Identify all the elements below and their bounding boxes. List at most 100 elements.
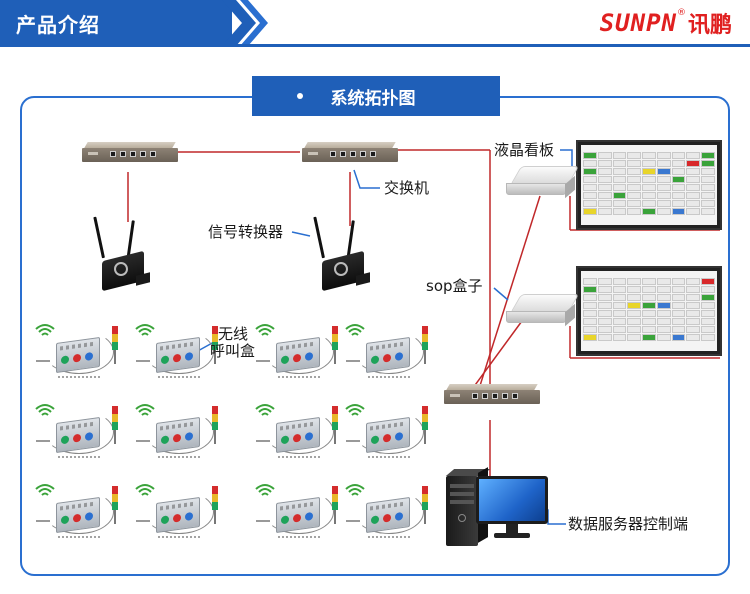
wireless-signal-icon	[34, 322, 56, 336]
chevron-icon	[222, 0, 268, 46]
red-button-icon	[173, 513, 181, 523]
label-call-box-line2: 呼叫盒	[210, 342, 256, 360]
red-button-icon	[383, 513, 391, 523]
signal-converter-center	[313, 216, 374, 298]
signal-tower-lamp-icon	[112, 406, 118, 446]
label-signal-converter: 信号转换器	[208, 223, 284, 241]
wireless-signal-icon	[344, 482, 366, 496]
call-box-panel	[366, 496, 410, 534]
call-box-panel	[56, 416, 100, 454]
wireless-signal-icon	[134, 322, 156, 336]
call-box-panel	[366, 416, 410, 454]
cable	[354, 490, 424, 534]
green-button-icon	[281, 435, 289, 445]
wireless-signal-icon	[344, 402, 366, 416]
blue-button-icon	[185, 351, 193, 362]
blue-button-icon	[85, 431, 93, 442]
red-button-icon	[293, 353, 301, 363]
wireless-signal-icon	[254, 322, 276, 336]
cable	[354, 410, 424, 454]
signal-tower-lamp-icon	[422, 326, 428, 366]
signal-tower-lamp-icon	[112, 326, 118, 366]
red-button-icon	[173, 433, 181, 443]
switch-device-center	[302, 142, 398, 164]
server-monitor	[476, 476, 548, 538]
call-box-station	[34, 482, 128, 544]
server-computer	[445, 467, 556, 546]
signal-tower-lamp-icon	[332, 326, 338, 366]
green-button-icon	[371, 515, 379, 525]
green-button-icon	[161, 515, 169, 525]
blue-button-icon	[305, 511, 313, 522]
call-box-panel	[56, 336, 100, 374]
cable	[144, 330, 214, 374]
green-button-icon	[61, 435, 69, 445]
call-box-station	[344, 402, 438, 464]
lcd-board-top	[576, 140, 722, 230]
header-underline	[0, 44, 750, 47]
cable	[44, 410, 114, 454]
signal-tower-lamp-icon	[212, 326, 218, 366]
sop-box-bottom	[506, 294, 580, 328]
blue-button-icon	[395, 431, 403, 442]
cable	[264, 490, 334, 534]
label-sop-box: sop盒子	[426, 277, 483, 295]
cable	[264, 330, 334, 374]
green-button-icon	[61, 515, 69, 525]
signal-tower-lamp-icon	[422, 486, 428, 526]
call-box-panel	[56, 496, 100, 534]
signal-tower-lamp-icon	[332, 406, 338, 446]
call-box-panel	[276, 336, 320, 374]
call-box-station	[134, 482, 228, 544]
cable	[354, 330, 424, 374]
call-box-station	[254, 322, 348, 384]
call-box-panel	[156, 336, 200, 374]
signal-tower-lamp-icon	[212, 486, 218, 526]
wireless-signal-icon	[344, 322, 366, 336]
switch-device-bottom	[444, 384, 540, 406]
green-button-icon	[161, 435, 169, 445]
wireless-signal-icon	[134, 402, 156, 416]
call-box-station	[254, 482, 348, 544]
green-button-icon	[281, 355, 289, 365]
logo-registered-mark: ®	[676, 8, 686, 18]
blue-button-icon	[305, 431, 313, 442]
bullet-icon	[296, 93, 303, 99]
wireless-signal-icon	[254, 482, 276, 496]
call-box-panel	[156, 496, 200, 534]
logo-brand: SUNPN	[599, 9, 677, 37]
wireless-signal-icon	[34, 402, 56, 416]
red-button-icon	[383, 433, 391, 443]
blue-button-icon	[395, 511, 403, 522]
server-tower	[445, 467, 491, 546]
red-button-icon	[383, 353, 391, 363]
wireless-signal-icon	[34, 482, 56, 496]
red-button-icon	[73, 513, 81, 523]
call-box-station	[34, 322, 128, 384]
cable	[44, 330, 114, 374]
label-server: 数据服务器控制端	[568, 515, 689, 533]
brand-logo: SUNPN ® 讯鹏	[600, 8, 732, 38]
label-switch: 交换机	[384, 179, 430, 197]
call-box-panel	[276, 496, 320, 534]
page-header: 产品介绍 SUNPN ® 讯鹏	[0, 0, 750, 47]
green-button-icon	[371, 435, 379, 445]
call-box-station	[34, 402, 128, 464]
red-button-icon	[73, 353, 81, 363]
label-call-box-line1: 无线	[218, 325, 249, 343]
cable	[44, 490, 114, 534]
blue-button-icon	[185, 511, 193, 522]
cable	[144, 410, 214, 454]
red-button-icon	[293, 433, 301, 443]
red-button-icon	[73, 433, 81, 443]
green-button-icon	[61, 355, 69, 365]
diagram-title: 系统拓扑图	[330, 88, 416, 109]
call-box-panel	[156, 416, 200, 454]
diagram-title-bar: 系统拓扑图	[252, 76, 500, 116]
call-box-station	[344, 482, 438, 544]
blue-button-icon	[395, 351, 403, 362]
signal-converter-left	[93, 216, 154, 298]
header-bar: 产品介绍	[0, 0, 232, 46]
blue-button-icon	[85, 511, 93, 522]
signal-tower-lamp-icon	[212, 406, 218, 446]
